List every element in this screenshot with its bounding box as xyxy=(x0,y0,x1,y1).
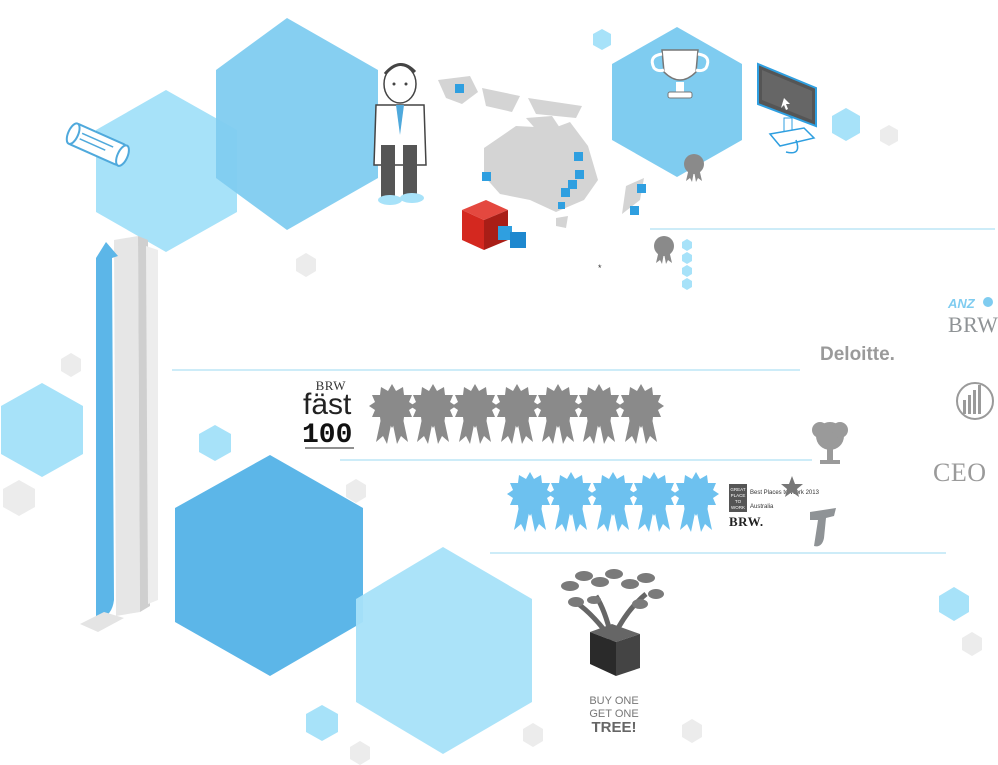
hexagon-small xyxy=(523,723,543,747)
computer-monitor-icon xyxy=(757,62,817,154)
hexagon-small xyxy=(61,353,81,377)
award-rosette-gray xyxy=(452,384,498,444)
hexagon-small xyxy=(962,632,982,656)
award-rosette-small xyxy=(654,236,674,264)
award-rosette-gray xyxy=(410,384,456,444)
anz-brw-logo: ANZ BRW xyxy=(947,296,998,337)
anz-text: ANZ xyxy=(947,296,976,311)
award-rosette-small xyxy=(684,154,704,182)
award-rosette-gray xyxy=(369,384,415,444)
hexagon-small xyxy=(350,741,370,765)
award-rosette-gray xyxy=(618,384,664,444)
gptw-line-b: PLACE xyxy=(731,493,746,498)
tree-in-box-icon xyxy=(561,569,664,676)
fast100-word: fäst xyxy=(303,388,352,421)
hexagon-large xyxy=(1,383,83,477)
gray-rosette-row xyxy=(369,384,664,444)
ceo-logo: CEO xyxy=(933,458,987,487)
award-rosette-gray xyxy=(535,384,581,444)
hexagon-small xyxy=(832,108,860,141)
bar-chart-logo-icon xyxy=(956,382,994,420)
award-rosette-gray xyxy=(494,384,540,444)
gptw-brw: BRW. xyxy=(729,514,764,529)
great-place-to-work-logo: GREAT PLACE TO WORK Best Places to Work … xyxy=(729,476,820,529)
fast100-logo: BRW fäst 100 xyxy=(302,378,354,451)
trophy-icon xyxy=(650,49,710,99)
deloitte-logo: Deloitte. xyxy=(820,344,895,365)
location-cube-markers xyxy=(455,84,646,215)
hexagon-large xyxy=(96,90,237,252)
award-rosette-blue xyxy=(507,472,553,532)
hexagon-large xyxy=(612,27,742,177)
hexagon-small xyxy=(682,719,702,743)
bullet-hexagons xyxy=(682,239,692,290)
award-rosette-blue xyxy=(631,472,677,532)
blue-rosette-row xyxy=(507,472,719,532)
stacked-paper-icon xyxy=(114,236,158,616)
hexagon-small xyxy=(306,705,338,741)
hexagon-small xyxy=(939,587,969,621)
tree-caption-line1: BUY ONE xyxy=(589,695,638,707)
red-cube-icon xyxy=(462,200,526,250)
hexagon-small xyxy=(346,479,366,503)
award-rosette-blue xyxy=(548,472,594,532)
hexagon-large xyxy=(356,547,532,754)
hexagon-large xyxy=(175,455,363,676)
gptw-line-a: GREAT xyxy=(730,487,745,492)
hexagon-large xyxy=(216,18,378,230)
fast100-brw: BRW xyxy=(316,378,347,393)
hexagon-small xyxy=(296,253,316,277)
ascending-arrow-icon xyxy=(80,242,124,632)
hexagon-small xyxy=(593,29,611,50)
hexagon-small xyxy=(3,480,35,516)
tree-caption-line3: TREE! xyxy=(592,719,637,736)
award-rosette-blue xyxy=(590,472,636,532)
fast100-number: 100 xyxy=(302,420,352,451)
gptw-title: Best Places to Work 2013 xyxy=(750,490,820,496)
businessman-icon xyxy=(373,63,427,205)
gptw-sub: Australia xyxy=(750,504,774,510)
tree-logo-icon xyxy=(812,422,848,464)
gptw-line-d: WORK xyxy=(731,505,745,510)
certificate-scroll-icon xyxy=(65,122,130,167)
hexagon-small xyxy=(199,425,231,461)
hexagon-small xyxy=(880,125,898,146)
award-rosette-gray xyxy=(576,384,622,444)
tree-caption-line2: GET ONE xyxy=(589,708,638,720)
anz-brw-text: BRW xyxy=(948,312,998,337)
telstra-logo-icon xyxy=(810,508,836,547)
footnote-asterisk: * xyxy=(598,263,602,273)
award-rosette-blue xyxy=(673,472,719,532)
gptw-line-c: TO xyxy=(735,499,742,504)
